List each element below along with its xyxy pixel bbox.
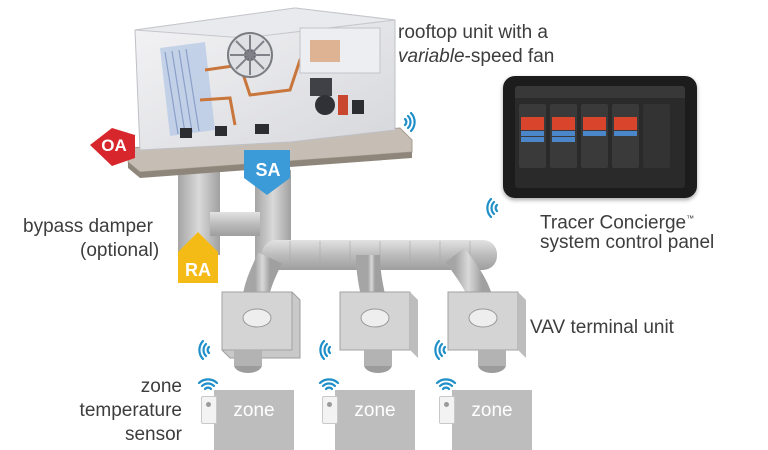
ra-arrow-icon [178,232,218,283]
wifi-icon [318,378,340,391]
wifi-icon [198,339,211,361]
zone-sensor-label-line2: temperature [79,400,182,421]
control-panel-label-line1: Tracer Concierge™ [540,208,694,234]
vav-box-2 [339,291,418,373]
speed-fan-text: -speed fan [464,46,555,67]
wifi-icon [486,197,499,219]
control-panel-label-line2: system control panel [540,232,715,253]
tracer-concierge-text: Tracer Concierge [540,212,687,234]
wifi-icon [434,339,447,361]
panel-tile [581,104,608,168]
rooftop-unit [134,7,396,151]
panel-screen-topbar [515,86,685,98]
panel-screen [515,86,685,188]
rooftop-unit-label-line1: rooftop unit with a [398,22,548,43]
zone-sensor-label-line3: sensor [124,424,182,445]
bypass-optional-label: (optional) [80,240,160,261]
sa-arrow-icon [244,150,290,195]
vav-box-3 [447,291,526,373]
wifi-icon [435,378,457,391]
wifi-icon [319,339,332,361]
zone-temperature-sensor [439,396,455,424]
hvac-system-illustration [90,7,526,391]
zone-card: zone [214,390,294,450]
panel-tile [519,104,546,168]
oa-arrow-icon [90,128,135,166]
bypass-duct [210,212,260,236]
zone-sensor-label-line1: zone [140,376,182,397]
panel-tile [550,104,577,168]
oa-tag: OA [101,136,127,155]
rooftop-unit-label-line2: variable-speed fan [398,46,554,68]
panel-tile [612,104,639,168]
zone-card: zone [335,390,415,450]
ra-tag: RA [185,260,211,280]
wifi-icon [403,111,416,133]
bypass-damper-label: bypass damper [23,216,153,237]
vav-box-1 [221,291,301,373]
panel-tile [643,104,670,168]
vav-terminal-unit-label: VAV terminal unit [530,317,674,338]
zone-card: zone [452,390,532,450]
trademark-symbol: ™ [686,214,695,223]
wifi-icon [197,378,219,391]
tracer-concierge-panel [503,76,697,198]
zone-temperature-sensor [201,396,217,424]
zone-temperature-sensor [322,396,338,424]
variable-word: variable [398,46,465,67]
sa-tag: SA [255,160,281,180]
